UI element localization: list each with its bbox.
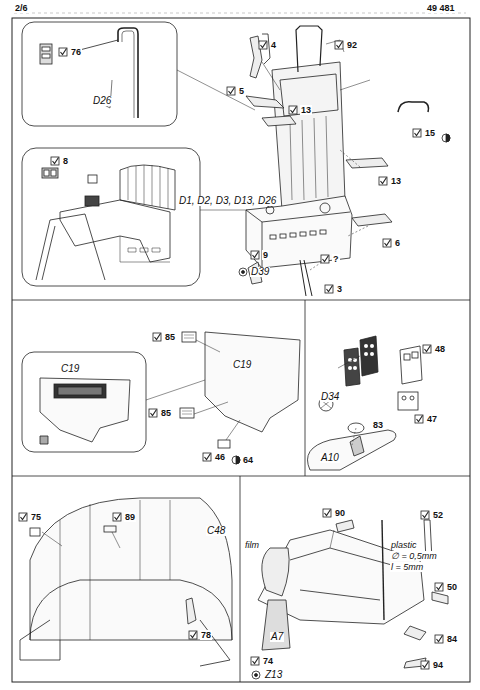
page-number: 2/6 [14,3,29,13]
part-name: C19 [60,364,80,374]
checkbox [227,87,235,95]
checkbox [421,511,429,519]
checkbox [413,129,421,137]
checkbox [19,513,27,521]
part-name: A7 [270,632,284,642]
part-name: C19 [232,360,252,370]
checkbox [153,333,161,341]
callout-number: 89 [124,512,136,522]
checkbox [251,657,259,665]
callout-number: 8 [62,156,69,166]
checkbox [423,345,431,353]
part-name: D1, D2, D3, D13, D26 [178,196,277,206]
checkbox [189,631,197,639]
callout-number: 50 [446,582,458,592]
note-text: l = 5mm [390,562,424,572]
checkbox [203,453,211,461]
callout-number: 84 [446,634,458,644]
callout-number: 64 [242,455,254,465]
checkbox [335,41,343,49]
checkbox [325,285,333,293]
checkbox [415,415,423,423]
callout-number: 83 [372,420,384,430]
callout-number: ? [332,254,340,264]
callout-number: 46 [214,452,226,462]
checkbox [251,251,259,259]
checkbox [435,635,443,643]
checkbox [383,239,391,247]
callout-number: 9 [262,250,269,260]
callout-number: 13 [300,105,312,115]
callout-number: 48 [434,344,446,354]
part-name: D26 [92,96,112,106]
checkbox [113,513,121,521]
callout-number: 15 [424,128,436,138]
callout-number: 92 [346,40,358,50]
checkbox [149,409,157,417]
callout-number: 78 [200,630,212,640]
callout-number: 94 [432,660,444,670]
part-name: Z13 [264,670,283,680]
checkbox [321,255,329,263]
checkbox [323,509,331,517]
part-name: D39 [250,267,270,277]
callout-number: 5 [238,86,245,96]
note-text: plastic [390,540,418,550]
callout-number: 3 [336,284,343,294]
callout-number: 85 [160,408,172,418]
note-text: film [244,540,260,550]
checkbox [379,177,387,185]
part-name: D34 [320,392,340,402]
checkbox [59,48,67,56]
callout-number: 47 [426,414,438,424]
checkbox [51,157,59,165]
callout-number: 52 [432,510,444,520]
part-name: C48 [206,526,226,536]
callout-number: 76 [70,47,82,57]
checkbox [289,106,297,114]
part-name: A10 [320,453,340,463]
checkbox [435,583,443,591]
callout-number: 75 [30,512,42,522]
callout-number: 6 [394,238,401,248]
callout-number: 13 [390,176,402,186]
checkbox [421,661,429,669]
callout-number: 85 [164,332,176,342]
set-number: 49 481 [426,3,456,13]
callout-number: 4 [270,40,277,50]
callout-number: 74 [262,656,274,666]
callout-number: 90 [334,508,346,518]
checkbox [259,41,267,49]
note-text: ∅ = 0,5mm [390,551,438,561]
